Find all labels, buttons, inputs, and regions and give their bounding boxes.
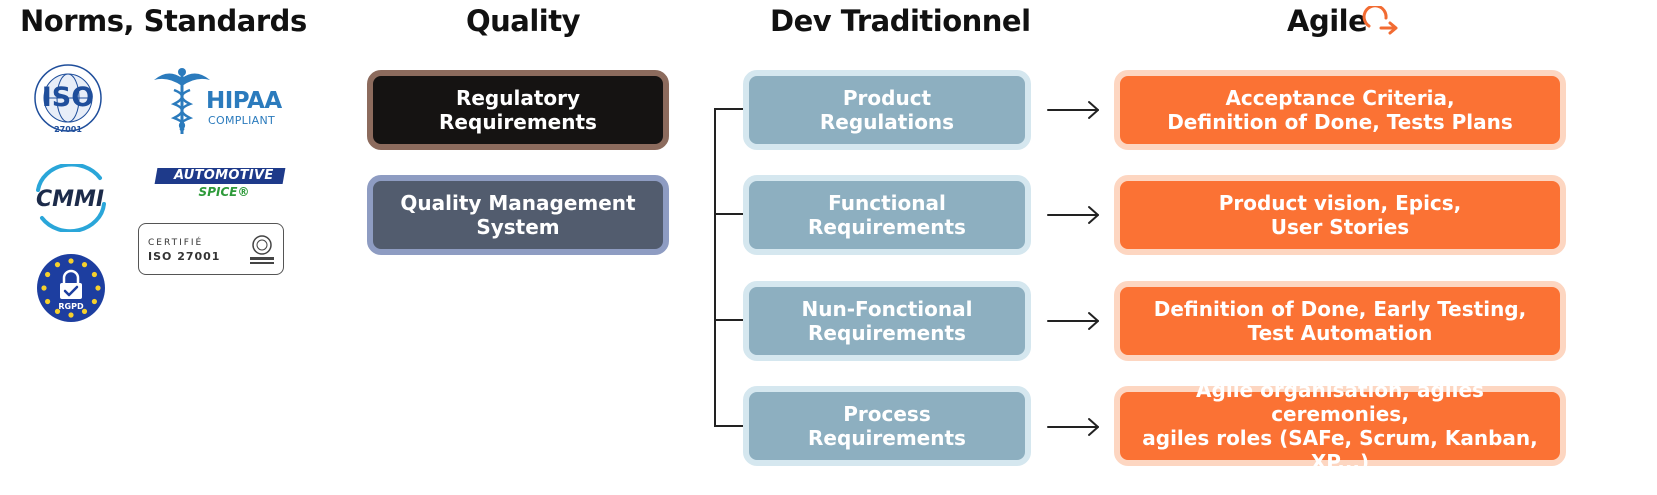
dev-box-label: Product Regulations	[819, 86, 955, 134]
dev-box-label: Process Requirements	[808, 402, 966, 450]
certifie-label: CERTIFIÉ	[148, 238, 204, 248]
heading-agile: Agile	[1287, 4, 1398, 38]
agile-heading-text: Agile	[1287, 4, 1368, 38]
agile-box-label: Agile organisation, agiles ceremonies, a…	[1142, 378, 1538, 474]
aspice-logo-sub: SPICE®	[198, 185, 250, 199]
hipaa-compliant-logo: HIPAA COMPLIANT	[152, 66, 284, 136]
cmmi-logo-text: CMMI	[35, 187, 105, 212]
cycle-arrow-icon	[1362, 6, 1398, 35]
iso-27001-logo: ISO 27001	[28, 62, 108, 138]
arrow-right-icon	[1047, 206, 1099, 224]
dev-box-label: Functional Requirements	[808, 191, 966, 239]
dev-box-nun-fonctional-requirements: Nun-Fonctional Requirements	[743, 281, 1031, 361]
dev-box-functional-requirements: Functional Requirements	[743, 175, 1031, 255]
iso-logo-text: ISO	[41, 82, 95, 113]
bureau-veritas-seal-icon	[250, 235, 274, 264]
dev-box-product-regulations: Product Regulations	[743, 70, 1031, 150]
quality-box-label: Quality Management System	[400, 191, 636, 239]
agile-box-product-vision: Product vision, Epics, User Stories	[1114, 175, 1566, 255]
quality-box-regulatory-requirements: Regulatory Requirements	[367, 70, 669, 150]
rgpd-logo-text: RGPD	[58, 302, 84, 311]
iso-logo-sub: 27001	[54, 125, 82, 134]
quality-box-label: Regulatory Requirements	[439, 86, 597, 134]
automotive-spice-logo: AUTOMOTIVE SPICE®	[154, 168, 286, 202]
heading-dev-traditionnel: Dev Traditionnel	[770, 4, 1031, 38]
certifie-iso-27001-badge: CERTIFIÉ ISO 27001	[138, 223, 284, 275]
cmmi-logo: CMMI	[28, 164, 112, 232]
dev-box-process-requirements: Process Requirements	[743, 386, 1031, 466]
hipaa-logo-sub: COMPLIANT	[208, 114, 276, 127]
aspice-logo-text: AUTOMOTIVE	[174, 168, 274, 183]
arrow-right-icon	[1047, 312, 1099, 330]
agile-box-label: Definition of Done, Early Testing, Test …	[1153, 297, 1527, 345]
arrow-right-icon	[1047, 418, 1099, 436]
dev-box-label: Nun-Fonctional Requirements	[801, 297, 973, 345]
quality-box-quality-management-system: Quality Management System	[367, 175, 669, 255]
arrow-right-icon	[1047, 101, 1099, 119]
agile-box-agile-organisation: Agile organisation, agiles ceremonies, a…	[1114, 378, 1566, 474]
certifie-iso-label: ISO 27001	[148, 250, 221, 263]
agile-box-acceptance-criteria: Acceptance Criteria, Definition of Done,…	[1114, 70, 1566, 150]
hipaa-logo-text: HIPAA	[206, 88, 282, 114]
agile-box-definition-of-done: Definition of Done, Early Testing, Test …	[1114, 281, 1566, 361]
heading-quality: Quality	[466, 4, 581, 38]
agile-box-label: Product vision, Epics, User Stories	[1218, 191, 1462, 239]
rgpd-logo: RGPD	[36, 253, 106, 323]
agile-box-label: Acceptance Criteria, Definition of Done,…	[1167, 86, 1513, 134]
heading-norms-standards: Norms, Standards	[20, 4, 307, 38]
